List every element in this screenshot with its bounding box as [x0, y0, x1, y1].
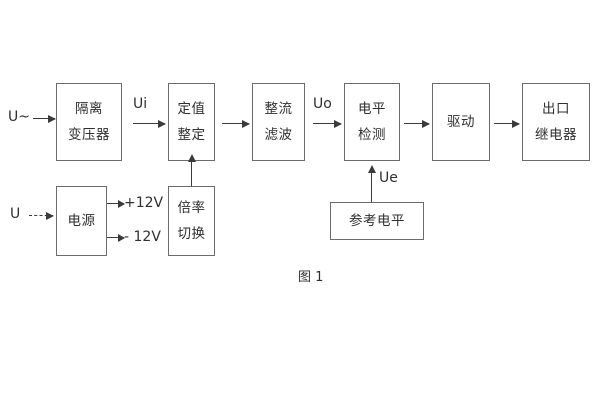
block-reference-level: 参考电平 [330, 202, 424, 240]
arrow-ratio-switch-to-setting-value [187, 154, 196, 186]
block-level-detect: 电平 检测 [344, 83, 400, 161]
block-rectify-filter-line2: 滤波 [264, 126, 293, 143]
block-output-relay-line1: 出口 [542, 101, 570, 118]
supply-label-positive: +12V [124, 195, 164, 211]
arrow-setting-value-to-rectify-filter [222, 119, 250, 128]
block-power-supply: 电源 [56, 186, 107, 256]
input-label-ac: U~ [8, 109, 30, 125]
block-rectify-filter: 整流 滤波 [252, 83, 305, 161]
block-reference-level-line1: 参考电平 [349, 212, 405, 229]
block-ratio-switch: 倍率 切换 [168, 186, 215, 256]
arrow-input-dc-to-power-supply [29, 211, 54, 220]
block-setting-value-line2: 整定 [177, 126, 206, 143]
block-output-relay-line2: 继电器 [535, 126, 577, 143]
block-level-detect-line1: 电平 [358, 101, 386, 118]
arrow-isolation-transformer-to-setting-value [133, 119, 166, 128]
arrow-reference-level-to-level-detect [367, 165, 376, 202]
block-isolation-transformer: 隔离 变压器 [56, 83, 122, 161]
block-output-relay: 出口 继电器 [522, 83, 590, 161]
block-power-supply-line1: 电源 [67, 212, 96, 229]
block-ratio-switch-line1: 倍率 [177, 200, 206, 217]
arrow-power-supply-negative [107, 234, 125, 242]
arrow-power-supply-positive [107, 200, 125, 208]
block-ratio-switch-line2: 切换 [177, 225, 206, 242]
block-isolation-transformer-line2: 变压器 [68, 126, 110, 143]
block-setting-value-line1: 定值 [177, 101, 206, 118]
supply-label-negative: - 12V [124, 229, 161, 245]
signal-label-ui: Ui [133, 96, 148, 112]
figure-caption: 图 1 [298, 270, 324, 285]
block-drive: 驱动 [432, 83, 490, 161]
signal-label-uo: Uo [313, 96, 332, 112]
arrow-drive-to-output-relay [494, 119, 520, 128]
signal-label-ue: Ue [379, 170, 398, 186]
block-drive-line1: 驱动 [447, 113, 475, 130]
arrow-rectify-filter-to-level-detect [313, 119, 342, 128]
block-setting-value: 定值 整定 [168, 83, 215, 161]
block-isolation-transformer-line1: 隔离 [75, 101, 103, 118]
input-label-dc: U [10, 206, 21, 222]
block-rectify-filter-line1: 整流 [264, 101, 293, 118]
arrow-level-detect-to-drive [404, 119, 430, 128]
arrow-input-ac-to-isolation-transformer [33, 114, 56, 123]
block-level-detect-line2: 检测 [358, 126, 386, 143]
